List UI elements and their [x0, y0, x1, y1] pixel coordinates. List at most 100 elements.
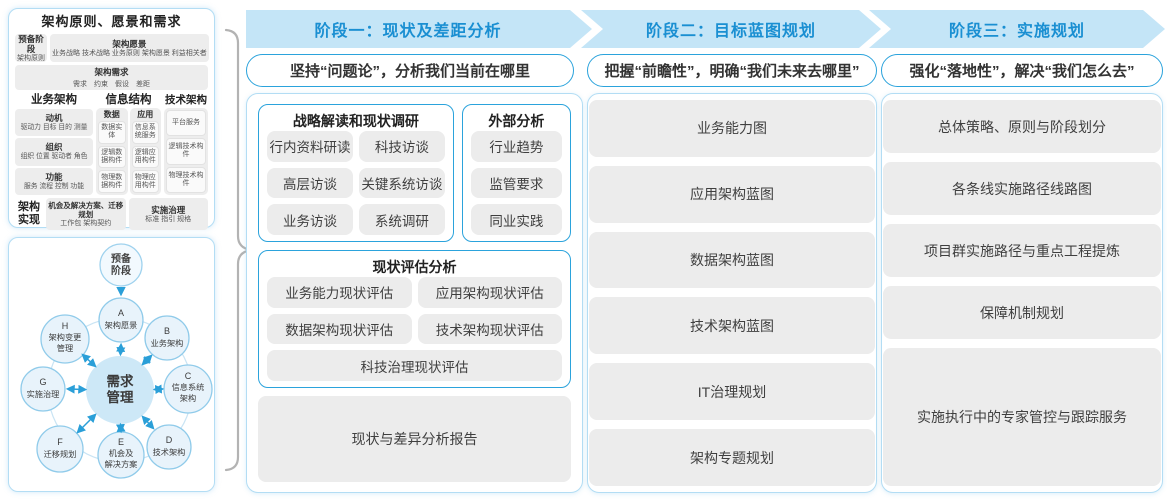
phase1-subtitle: 坚持“问题论”，分析我们当前在哪里 — [246, 54, 574, 87]
architecture-requirements-box: 架构需求 需求 约束 假设 差距 — [15, 65, 208, 90]
deliverable-box: 架构专题规划 — [589, 429, 875, 486]
phase1-subtitle-text: 坚持“问题论”，分析我们当前在哪里 — [289, 63, 530, 80]
phase3-subtitle: 强化“落地性”，解决“我们怎么去” — [881, 54, 1163, 87]
architecture-columns: 业务架构 动机 驱动力 目标 目的 测量 组织 组织 位置 驱动者 角色 功能 … — [15, 93, 208, 195]
architecture-vision-box: 架构愿景 业务战略 技术战略 业务原则 架构愿景 利益相关者 — [50, 34, 209, 62]
arrow-center-f — [76, 413, 97, 434]
technology-architecture-column: 技术架构 平台服务 逻辑技术构件 物理技术构件 — [164, 93, 208, 195]
node-c-letter: C — [185, 371, 192, 381]
data-subcolumn: 数据 数据实体 逻辑数据构件 物理数据构件 — [96, 108, 128, 195]
opportunities-migration-desc: 工作包 架构契约 — [60, 219, 112, 227]
node-g-letter: G — [39, 377, 46, 387]
data-header: 数据 — [103, 110, 120, 119]
phase2-subtitle: 把握“前瞻性”，明确“我们未来去哪里” — [587, 54, 877, 87]
node-e-name2: 解决方案 — [105, 459, 138, 469]
architecture-realization-label: 架构实现 — [18, 201, 40, 226]
phase3-content-panel: 总体策略、原则与阶段划分 各条线实施路径线路图 项目群实施路径与重点工程提炼 保… — [881, 93, 1163, 493]
phase1-content-panel: 战略解读和现状调研 行内资料研读 科技访谈 高层访谈 关键系统访谈 业务访谈 系… — [246, 93, 583, 493]
application-item: 信息系统服务 — [131, 121, 159, 144]
deliverable-box: 应用架构蓝图 — [589, 165, 875, 223]
phase2-deliverables: 业务能力图 应用架构蓝图 数据架构蓝图 技术架构蓝图 IT治理规划 架构专题规划 — [588, 94, 876, 492]
arrow-center-c — [152, 384, 165, 394]
node-c-name1: 信息系统 — [172, 382, 205, 392]
node-f-letter: F — [57, 437, 63, 447]
current-state-assessment-box: 现状评估分析 业务能力现状评估 应用架构现状评估 数据架构现状评估 技术架构现状… — [258, 250, 571, 388]
implementation-governance-desc: 标准 指引 规格 — [145, 215, 192, 223]
technology-item: 逻辑技术构件 — [166, 138, 206, 165]
opportunities-migration-box: 机会及解决方案、迁移规划 工作包 架构契约 — [46, 198, 126, 230]
phase1-top-row: 战略解读和现状调研 行内资料研读 科技访谈 高层访谈 关键系统访谈 业务访谈 系… — [258, 104, 571, 242]
survey-item: 业务访谈 — [267, 204, 353, 235]
organization-box: 组织 组织 位置 驱动者 角色 — [15, 138, 93, 166]
node-h-letter: H — [62, 321, 69, 331]
adm-cycle-diagram: 预备 阶段 需求 管理 A — [20, 243, 213, 479]
organization-title: 组织 — [45, 142, 63, 153]
deliverable-box: 业务能力图 — [589, 100, 875, 157]
motivation-desc: 驱动力 目标 目的 测量 — [20, 124, 88, 132]
function-title: 功能 — [45, 171, 63, 182]
architecture-requirements-title: 架构需求 — [94, 66, 129, 77]
deliverable-box: 保障机制规划 — [883, 286, 1161, 339]
node-a-letter: A — [118, 308, 124, 318]
external-item: 同业实践 — [470, 204, 562, 235]
survey-item: 科技访谈 — [358, 131, 445, 162]
information-subcolumns: 数据 数据实体 逻辑数据构件 物理数据构件 应用 信息系统服务 逻辑应用构件 物… — [96, 108, 161, 195]
phase3-header: 阶段三：实施规划 — [948, 23, 1085, 40]
deliverable-box: 技术架构蓝图 — [589, 297, 875, 355]
assessment-title: 现状评估分析 — [372, 259, 457, 275]
node-h-name2: 管理 — [57, 343, 73, 353]
phase3-subtitle-text: 强化“落地性”，解决“我们怎么去” — [909, 63, 1135, 80]
technology-item: 平台服务 — [166, 110, 206, 137]
node-d-name: 技术架构 — [153, 447, 186, 457]
information-structure-header: 信息结构 — [105, 94, 152, 106]
node-f-circle — [36, 425, 84, 473]
phase2-header: 阶段二：目标蓝图规划 — [645, 23, 816, 40]
application-header: 应用 — [137, 110, 154, 119]
application-item: 逻辑应用构件 — [131, 145, 159, 169]
external-analysis-grid: 行业趋势 监管要求 同业实践 — [470, 131, 562, 235]
strategy-survey-grid: 行内资料研读 科技访谈 高层访谈 关键系统访谈 业务访谈 系统调研 — [267, 131, 445, 235]
gap-analysis-report-box: 现状与差异分析报告 — [258, 396, 571, 482]
technology-architecture-header: 技术架构 — [165, 94, 207, 106]
node-f-name: 迁移规划 — [44, 449, 77, 459]
application-subcolumn: 应用 信息系统服务 逻辑应用构件 物理应用构件 — [129, 108, 161, 195]
node-c-name2: 架构 — [180, 393, 196, 403]
phase1-header: 阶段一：现状及差距分析 — [314, 23, 502, 40]
business-architecture-column: 业务架构 动机 驱动力 目标 目的 测量 组织 组织 位置 驱动者 角色 功能 … — [15, 93, 93, 195]
external-item: 监管要求 — [470, 167, 562, 199]
function-desc: 服务 流程 控制 功能 — [23, 182, 85, 190]
requirements-management-circle — [86, 356, 154, 424]
motivation-title: 动机 — [45, 113, 63, 124]
information-structure-column: 信息结构 数据 数据实体 逻辑数据构件 物理数据构件 应用 信息系统服务 逻辑应… — [96, 93, 161, 195]
external-item: 行业趋势 — [470, 131, 562, 162]
node-b-name: 业务架构 — [151, 338, 184, 348]
deliverable-box: 项目群实施路径与重点工程提炼 — [883, 224, 1161, 277]
assessment-item: 技术架构现状评估 — [417, 313, 562, 345]
arrow-center-h — [81, 353, 97, 368]
node-d-circle — [146, 424, 192, 470]
arrow-center-e — [115, 422, 126, 434]
phase2-subtitle-text: 把握“前瞻性”，明确“我们未来去哪里” — [604, 63, 860, 80]
node-g-name: 实施治理 — [27, 389, 60, 399]
architecture-requirements-sub: 需求 约束 假设 差距 — [73, 80, 150, 88]
survey-item: 系统调研 — [358, 204, 445, 235]
arrow-center-a — [116, 342, 126, 357]
node-b-circle — [144, 315, 190, 361]
deliverable-box: 数据架构蓝图 — [589, 231, 875, 289]
node-a-name: 架构愿景 — [105, 320, 138, 330]
node-h-circle — [40, 314, 90, 364]
assessment-item: 科技治理现状评估 — [267, 350, 562, 381]
assessment-item: 业务能力现状评估 — [267, 277, 412, 308]
external-analysis-title: 外部分析 — [488, 113, 545, 129]
node-d-letter: D — [166, 435, 173, 445]
architecture-realization-row: 架构实现 机会及解决方案、迁移规划 工作包 架构契约 实施治理 标准 指引 规格 — [15, 198, 208, 230]
data-item: 物理数据构件 — [98, 170, 126, 194]
node-h-name1: 架构变更 — [49, 332, 82, 342]
external-analysis-box: 外部分析 行业趋势 监管要求 同业实践 — [461, 104, 571, 242]
prep-phase-sub: 架构原则 — [17, 54, 45, 62]
assessment-grid: 业务能力现状评估 应用架构现状评估 数据架构现状评估 技术架构现状评估 科技治理… — [267, 277, 562, 381]
framework-title: 架构原则、愿景和需求 — [41, 14, 182, 29]
survey-item: 高层访谈 — [267, 167, 353, 199]
phase3-band: 阶段三：实施规划 — [869, 10, 1165, 48]
